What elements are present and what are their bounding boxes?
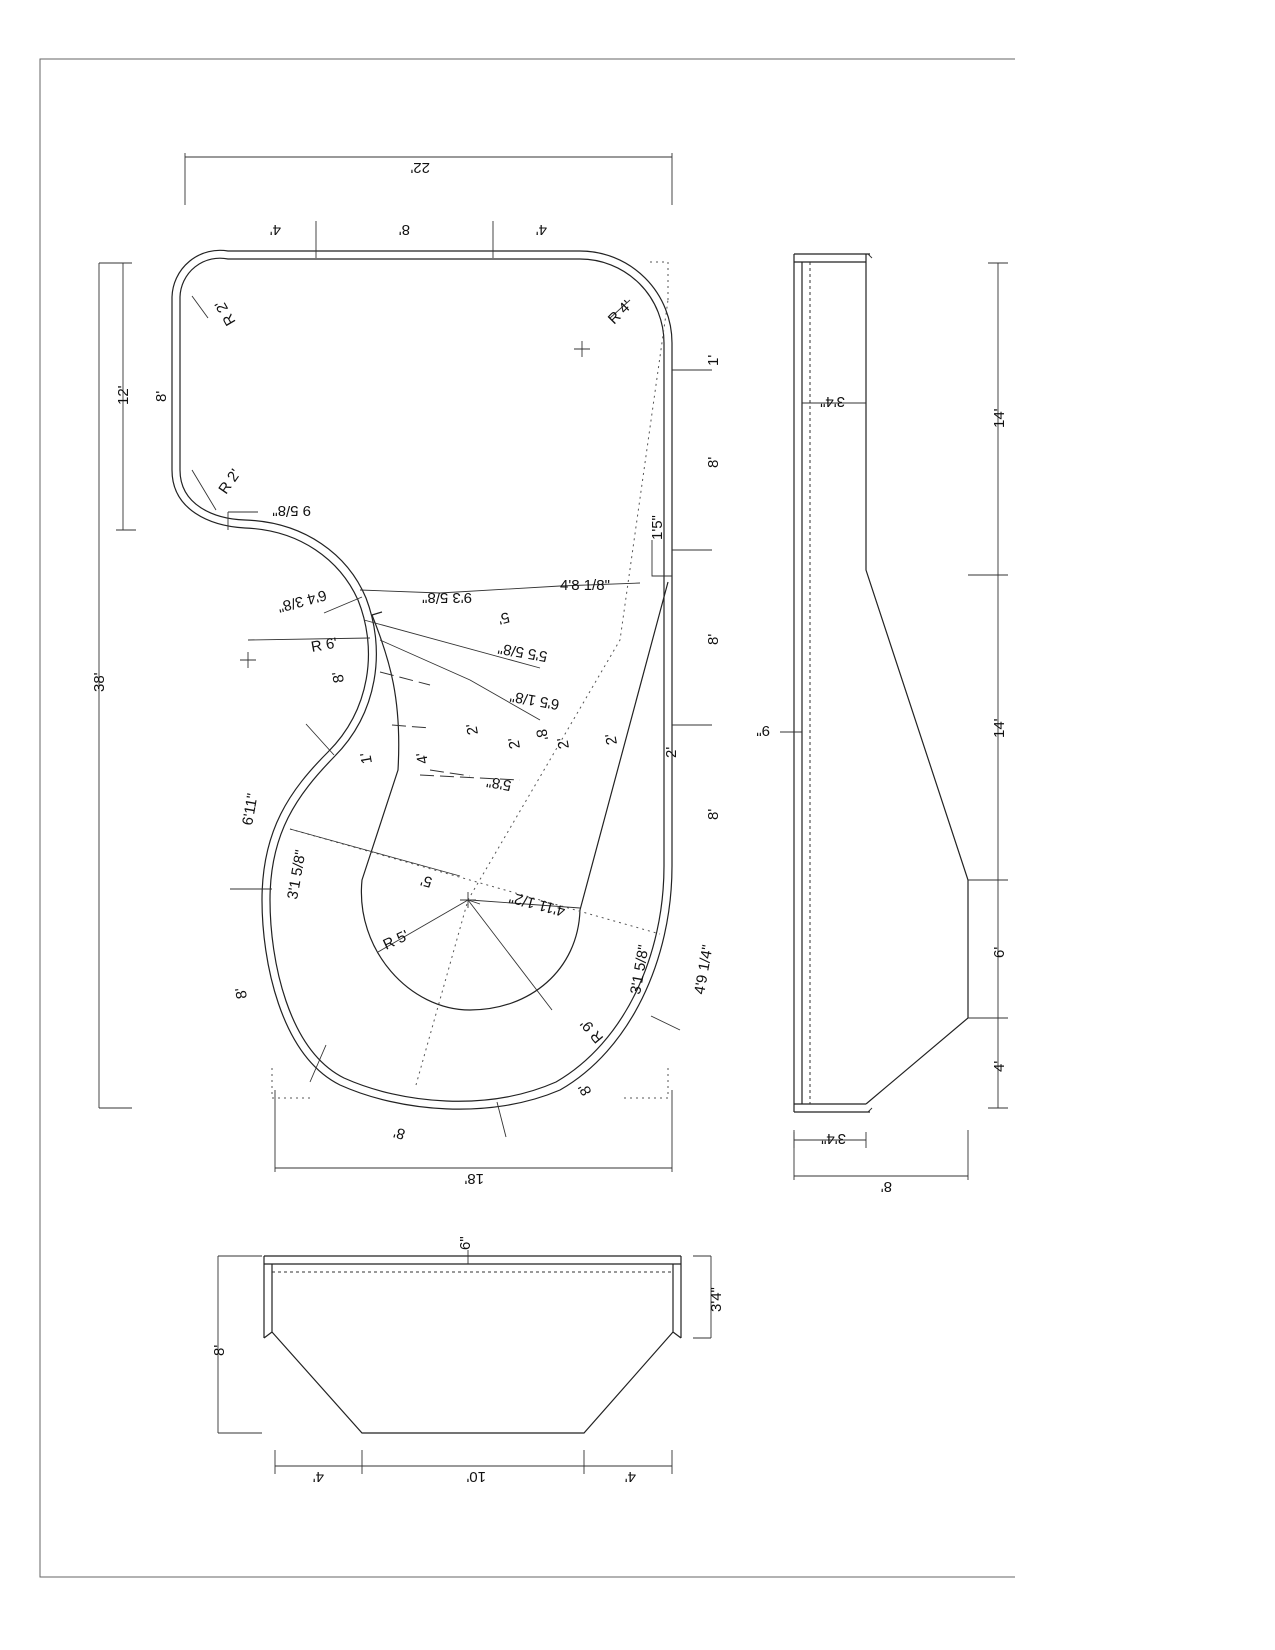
plan-step-4: 4' <box>413 751 432 765</box>
plan-transition-line <box>371 611 383 616</box>
plan-bottom-left-8: 8' <box>232 986 251 1000</box>
cross-dim-bottom <box>274 1450 673 1474</box>
plan-bottom-right-8: 8' <box>575 1080 595 1098</box>
plan-right-seg-2: 8' <box>705 457 722 468</box>
plan-top-seg-mid: 8' <box>399 221 410 238</box>
plan-radius-6: R 6' <box>310 635 339 656</box>
plan-left-wall: 8' <box>153 391 170 402</box>
cross-dim-height <box>217 1255 262 1434</box>
plan-step-65: 6'5 1/8" <box>509 687 561 712</box>
cross-height: 8' <box>211 1345 228 1356</box>
sheet-frame <box>39 58 1015 1578</box>
plan-dim-left-upper <box>116 263 136 531</box>
side-bottom-width: 3'4" <box>821 1130 846 1147</box>
plan-bottom-mid-8: 8' <box>392 1123 407 1142</box>
plan-flat-bottom <box>360 581 669 1011</box>
plan-side-3-1-left: 3'1 5/8" <box>284 849 309 901</box>
plan-outer-wall <box>171 249 673 1110</box>
plan-step-2b: 2' <box>505 736 524 750</box>
plan-inner-5: 5' <box>419 871 434 890</box>
plan-curve-a: 6'4 3/8" <box>276 586 329 615</box>
plan-curve-6-11: 6'11" <box>239 792 261 827</box>
plan-left-total: 38' <box>91 672 108 692</box>
side-overall: 8' <box>881 1178 892 1195</box>
cross-bot-right: 4' <box>625 1468 636 1485</box>
plan-top-seg-left: 4' <box>270 221 281 238</box>
plan-step-55: 5'5 5/8" <box>497 639 549 664</box>
plan-chord-a: 9'3 5/8" <box>422 589 472 606</box>
plan-right-inner: 2' <box>663 747 680 758</box>
side-seg-6: 6' <box>991 947 1008 958</box>
plan-mid-5: 5' <box>496 608 511 627</box>
cross-bot-mid: 10' <box>466 1468 486 1485</box>
side-top-width: 3'4" <box>820 393 845 410</box>
plan-bottom-total: 18' <box>464 1170 484 1187</box>
plan-right-seg-3: 8' <box>705 634 722 645</box>
plan-radius-5: R 5' <box>381 927 412 954</box>
plan-right-seg-1: 1' <box>705 355 722 366</box>
plan-side-4-9: 4'9 1/4" <box>691 944 716 996</box>
plan-top-seg-right: 4' <box>536 221 547 238</box>
side-seg-4: 4' <box>991 1061 1008 1072</box>
plan-left-upper: 12' <box>115 385 132 405</box>
plan-step-8: 8' <box>532 728 551 742</box>
side-section-labels: 3'4" 9" 14' 14' 6' 4' 3'4" 8' <box>756 393 1008 1195</box>
plan-inner-wall <box>179 257 665 1102</box>
plan-overall-width: 22' <box>410 159 430 176</box>
side-dim-overall <box>793 1130 969 1180</box>
plan-dim-overall-width <box>184 153 673 205</box>
plan-wall-8-left: 8' <box>329 670 348 684</box>
plan-step-2d: 2' <box>602 732 621 746</box>
plan-chord-b: 4'8 1/8" <box>560 577 610 594</box>
plan-dim-bottom-total <box>274 1090 673 1172</box>
plan-step-1: 1' <box>357 751 376 765</box>
plan-step-2c: 2' <box>554 736 573 750</box>
cross-section-labels: 6" 3'4" 8' 4' 10' 4' <box>211 1236 725 1485</box>
cross-section-profile <box>263 1255 682 1434</box>
cross-depth: 3'4" <box>708 1287 725 1312</box>
plan-step-2a: 2' <box>463 722 482 736</box>
cross-section-view <box>217 1250 712 1474</box>
plan-radius-9: R 9' <box>577 1015 607 1046</box>
plan-inner-4-11: 4'11 1/2" <box>507 888 567 919</box>
plan-radius-top-left: R 2' <box>212 297 240 328</box>
cross-lip: 6" <box>457 1236 474 1250</box>
side-depth-left: 9" <box>756 722 770 739</box>
side-section-view <box>780 253 1008 1180</box>
plan-dim-left-total <box>98 262 132 1109</box>
plan-side-3-1-right: 3'1 5/8" <box>627 944 652 996</box>
side-seg-14a: 14' <box>991 408 1008 428</box>
plan-view <box>98 153 712 1172</box>
plan-labels: 22' 4' 8' 4' 38' 12' 8' R 2' R 2' R 4' 9… <box>91 159 722 1187</box>
side-seg-14b: 14' <box>991 718 1008 738</box>
plan-radius-top-right: R 4' <box>605 297 636 328</box>
plan-notch: 9 5/8" <box>272 502 311 519</box>
plan-step-58: 5'8" <box>485 773 512 794</box>
plan-right-step: 1'5" <box>649 515 666 540</box>
plan-radius-inner-left: R 2' <box>215 466 244 497</box>
cross-bot-left: 4' <box>313 1468 324 1485</box>
plan-right-seg-4: 8' <box>705 809 722 820</box>
side-dim-chain <box>968 262 1008 1109</box>
side-section-profile <box>793 253 969 1113</box>
cross-dim-depth <box>693 1255 712 1339</box>
